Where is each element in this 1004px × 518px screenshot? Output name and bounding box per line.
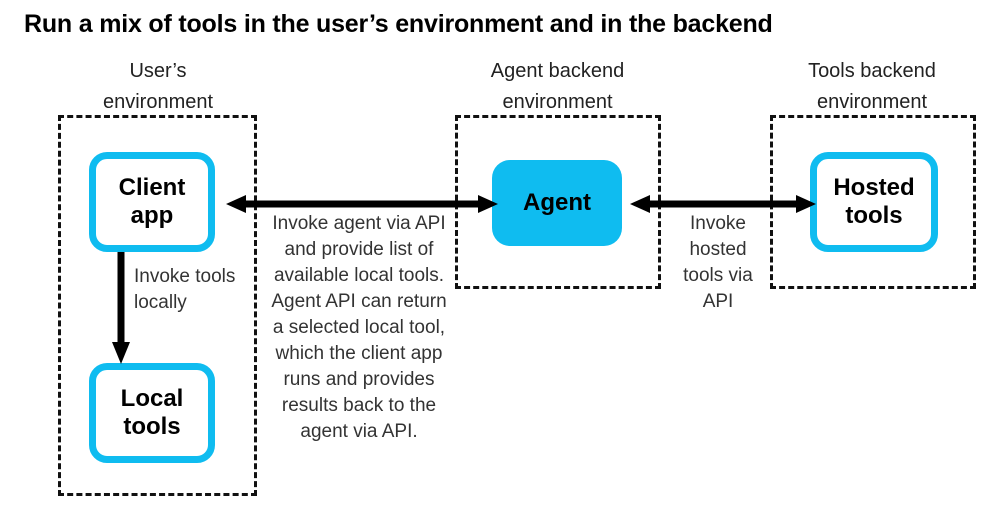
caption-invoke-hosted-tools-via-api: Invoke hosted tools via API	[683, 213, 753, 313]
node-client-app-line2: app	[130, 202, 174, 229]
connector-agent-to-hosted-tools-icon	[630, 195, 816, 213]
caption-invoke-tools-locally: Invoke tools locally	[134, 266, 236, 314]
node-local-tools: Local tools	[89, 363, 215, 463]
node-agent-line1: Agent	[523, 188, 591, 216]
page-title: Run a mix of tools in the user’s environ…	[24, 10, 773, 38]
node-hosted-tools-line2: tools	[845, 202, 903, 229]
environment-header-user-line1: User’s	[129, 60, 187, 82]
connector-client-app-to-agent-icon	[226, 195, 498, 213]
environment-header-user-line2: environment	[102, 91, 214, 113]
node-client-app-line1: Client	[118, 173, 186, 201]
environment-header-tools-line2: environment	[816, 91, 928, 113]
environment-header-tools-line1: Tools backend	[808, 60, 936, 82]
environment-header-agent-line1: Agent backend	[490, 60, 625, 82]
environment-header-agent-line2: environment	[502, 91, 613, 113]
environment-header-agent: Agent backend environment	[435, 56, 680, 118]
connector-client-app-to-local-tools-icon	[112, 252, 130, 364]
node-agent: Agent	[492, 160, 622, 246]
caption-invoke-agent-via-api: Invoke agent via API and provide list of…	[271, 213, 447, 443]
environment-boundary-user	[58, 115, 257, 496]
node-local-tools-line2: tools	[123, 413, 181, 440]
node-local-tools-line1: Local	[120, 384, 184, 412]
node-client-app: Client app	[89, 152, 215, 252]
node-hosted-tools: Hosted tools	[810, 152, 938, 252]
environment-header-tools: Tools backend environment	[752, 56, 992, 118]
node-hosted-tools-line1: Hosted	[833, 173, 915, 201]
environment-header-user: User’s environment	[38, 56, 278, 118]
